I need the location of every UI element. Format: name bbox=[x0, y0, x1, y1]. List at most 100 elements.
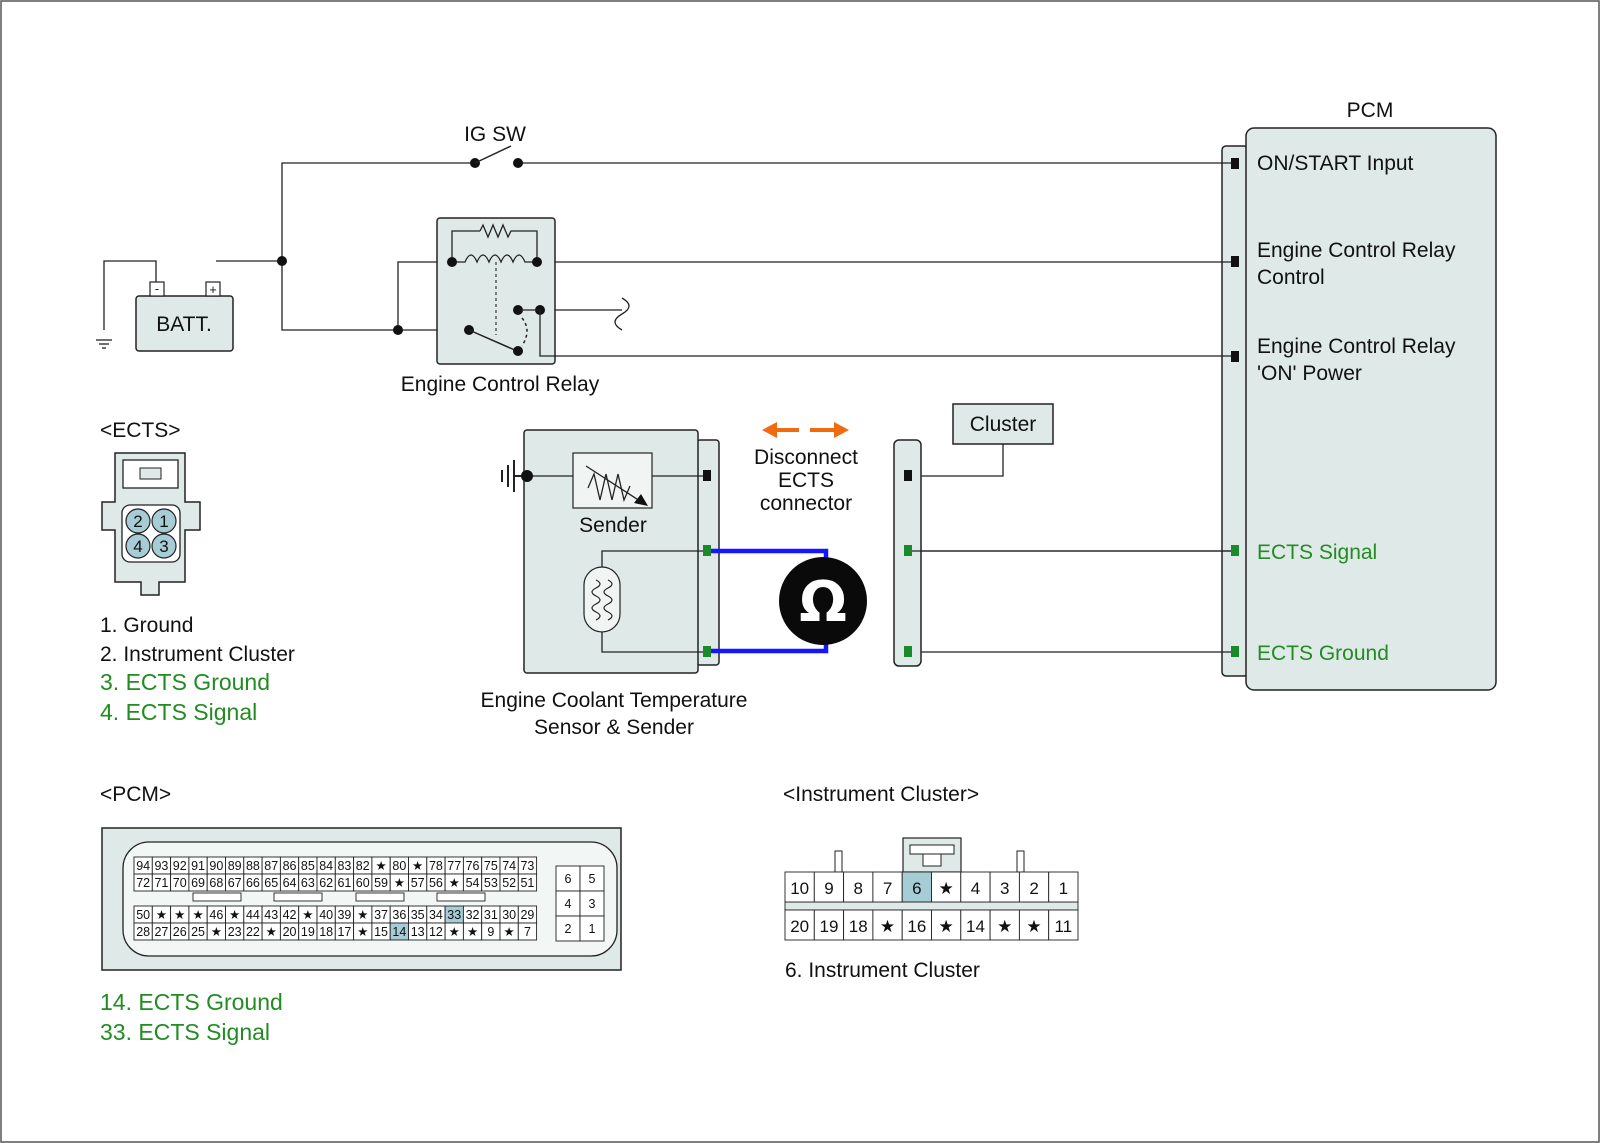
cluster-pin bbox=[960, 871, 991, 903]
pcm-pin-number: 22 bbox=[246, 925, 260, 939]
pcm-pin-number: 83 bbox=[337, 859, 351, 873]
pcm-pin-number: ★ bbox=[412, 859, 423, 873]
relay-coil-icon bbox=[452, 254, 537, 264]
cluster-pin-number: ★ bbox=[939, 917, 954, 936]
pcm-title: PCM bbox=[1347, 99, 1394, 122]
pcm-pin-number: 61 bbox=[337, 876, 351, 890]
ohm-symbol: Ω bbox=[799, 570, 847, 635]
battery-minus-terminal bbox=[149, 281, 165, 297]
cluster-pin bbox=[813, 909, 845, 941]
pcm-pin-number: 18 bbox=[319, 925, 333, 939]
ects-pin bbox=[151, 533, 177, 559]
pcm-key-slot bbox=[192, 892, 242, 902]
relay-label: Engine Control Relay bbox=[401, 373, 600, 396]
pcm-side-pin bbox=[555, 865, 581, 892]
variable-arrow-icon bbox=[585, 465, 644, 504]
sensor-pin-cluster bbox=[703, 470, 711, 481]
pcm-side-pin-number: 5 bbox=[589, 872, 596, 886]
harness-pin-ground bbox=[904, 646, 912, 657]
pcm-pin-number: 29 bbox=[520, 908, 534, 922]
cluster-pin bbox=[813, 871, 845, 903]
cluster-legend-item: 6. Instrument Cluster bbox=[785, 959, 980, 982]
ects-legend-item: 3. ECTS Ground bbox=[100, 669, 270, 695]
pcm-pin-number: 19 bbox=[301, 925, 315, 939]
sensor-signal-wire bbox=[601, 550, 707, 567]
pcm-pin-number: 62 bbox=[319, 876, 333, 890]
wire-cluster bbox=[909, 444, 1004, 477]
pcm-pin-number: 84 bbox=[319, 859, 333, 873]
pcm-connector-title: <PCM> bbox=[100, 783, 171, 806]
cluster-pin bbox=[1018, 909, 1050, 941]
wire-ig-feed bbox=[281, 162, 472, 261]
pcm-pin-number: 59 bbox=[374, 876, 388, 890]
pcm-pin-number: 33 bbox=[447, 908, 461, 922]
pcm-pin-number: 13 bbox=[411, 925, 425, 939]
pcm-pin-number: ★ bbox=[449, 876, 460, 890]
cluster-pin-number: 8 bbox=[854, 879, 863, 898]
pcm-pin-number: ★ bbox=[211, 925, 222, 939]
pcm-pin-number: 23 bbox=[228, 925, 242, 939]
pcm-pin-number: 20 bbox=[283, 925, 297, 939]
cluster-divider bbox=[784, 901, 1079, 911]
pcm-key-slot bbox=[355, 892, 405, 902]
pcm-ects-ground-label: ECTS Ground bbox=[1257, 642, 1389, 665]
sender-ground-icon bbox=[501, 460, 521, 492]
cluster-pin-number: 6 bbox=[912, 879, 921, 898]
pcm-pin bbox=[517, 873, 538, 892]
pcm-pin-number: 12 bbox=[429, 925, 443, 939]
pcm-pin-number: 17 bbox=[337, 925, 351, 939]
pcm-pin-number: ★ bbox=[156, 908, 167, 922]
pcm-pin-number: ★ bbox=[174, 908, 185, 922]
pcm-pin-number: 56 bbox=[429, 876, 443, 890]
pcm-pin-number: 80 bbox=[392, 859, 406, 873]
cluster-pin bbox=[784, 909, 815, 941]
disconnect-label-1: Disconnect bbox=[754, 446, 858, 469]
pcm-pin-number: 52 bbox=[502, 876, 516, 890]
pcm-pin-number: 82 bbox=[356, 859, 370, 873]
cluster-pin bbox=[784, 871, 815, 903]
pcm-key-slot bbox=[436, 892, 486, 902]
sensor-pin-signal bbox=[703, 545, 711, 556]
pcm-ecr-control-label-2: Control bbox=[1257, 266, 1325, 289]
pcm-on-start-label: ON/START Input bbox=[1257, 152, 1414, 175]
pcm-pin-number: 89 bbox=[228, 859, 242, 873]
pcm-pin-number: 44 bbox=[246, 908, 260, 922]
cluster-pin bbox=[989, 871, 1020, 903]
pcm-pin-number: 92 bbox=[173, 859, 187, 873]
pcm-pin-number: 70 bbox=[173, 876, 187, 890]
cluster-pin bbox=[872, 909, 903, 941]
sensor-label-2: Sensor & Sender bbox=[534, 716, 694, 739]
cluster-pin-number: 14 bbox=[966, 917, 985, 936]
pcm-pin-number: 85 bbox=[301, 859, 315, 873]
pcm-pin-number: 63 bbox=[301, 876, 315, 890]
pcm-pin-ecr-on bbox=[1231, 351, 1239, 362]
pcm-side-pin-number: 3 bbox=[589, 897, 596, 911]
cluster-pin-number: 1 bbox=[1059, 879, 1068, 898]
pcm-pin-number: 54 bbox=[466, 876, 480, 890]
pcm-pin-number: 30 bbox=[502, 908, 516, 922]
pcm-ecr-on-label-1: Engine Control Relay bbox=[1257, 335, 1456, 358]
cluster-pin bbox=[901, 871, 932, 903]
pcm-connector-strip bbox=[1221, 145, 1249, 677]
pcm-pin-on-start bbox=[1231, 158, 1239, 169]
cluster-connector-title: <Instrument Cluster> bbox=[783, 783, 979, 806]
cluster-pin bbox=[901, 909, 932, 941]
pcm-pin-number: 26 bbox=[173, 925, 187, 939]
pcm-pin-number: 66 bbox=[246, 876, 260, 890]
pcm-pin-number: ★ bbox=[467, 925, 478, 939]
disconnect-arrows-icon bbox=[762, 422, 849, 438]
pcm-pin-number: 28 bbox=[136, 925, 150, 939]
disconnect-label-3: connector bbox=[760, 492, 852, 515]
pcm-pin-number: 15 bbox=[374, 925, 388, 939]
cluster-label: Cluster bbox=[970, 413, 1037, 436]
harness-pin-signal bbox=[904, 545, 912, 556]
pcm-pin-number: 93 bbox=[154, 859, 168, 873]
junction-dot bbox=[393, 325, 403, 335]
battery-plus-terminal bbox=[205, 281, 221, 297]
sender-label: Sender bbox=[579, 514, 647, 537]
pcm-pin-number: 94 bbox=[136, 859, 150, 873]
cluster-pin bbox=[1048, 871, 1079, 903]
pcm-pin-number: 27 bbox=[154, 925, 168, 939]
ig-switch-contact bbox=[513, 158, 523, 168]
